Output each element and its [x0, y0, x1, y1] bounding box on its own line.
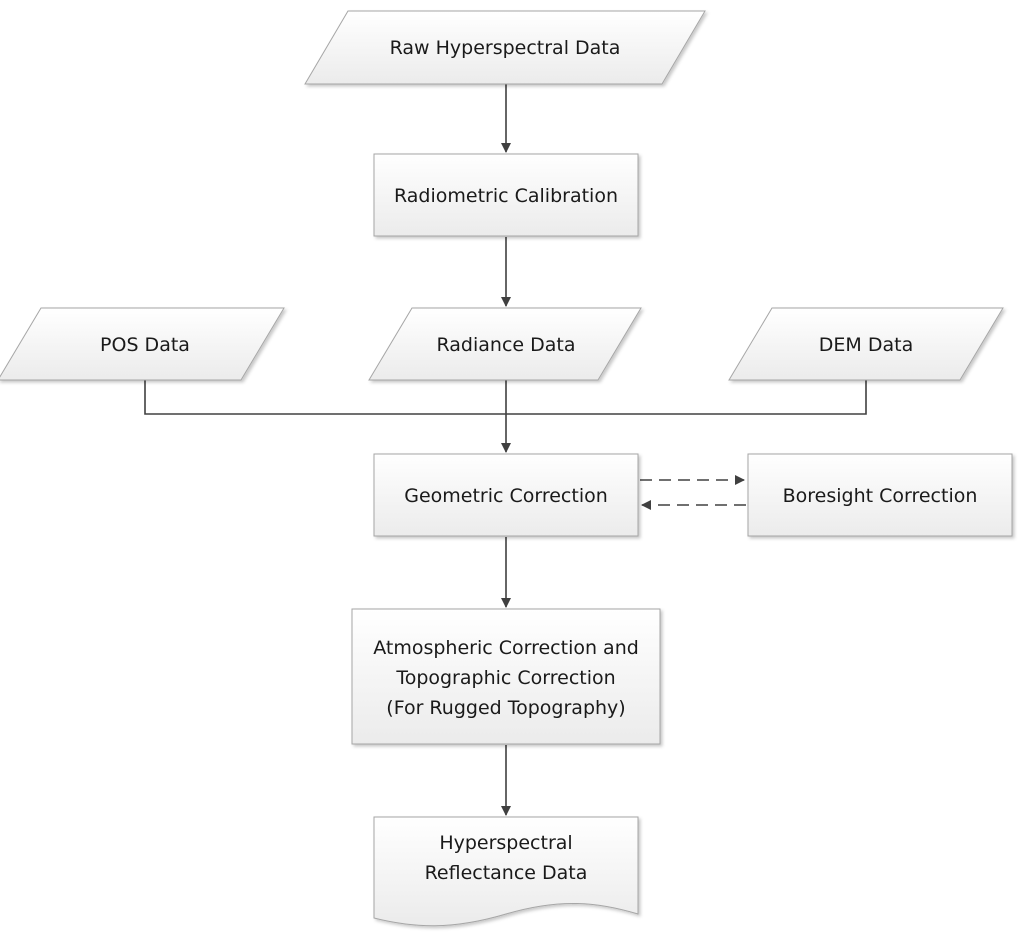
geometric-correction-label: Geometric Correction	[404, 485, 608, 507]
atmospheric-correction-node: Atmospheric Correction and Topographic C…	[351, 608, 661, 745]
raw-hyperspectral-data-label: Raw Hyperspectral Data	[390, 37, 621, 59]
reflectance-line-1: Hyperspectral	[439, 832, 572, 854]
radiance-data-label: Radiance Data	[437, 334, 576, 356]
dem-data-label: DEM Data	[819, 334, 913, 356]
raw-hyperspectral-data-node: Raw Hyperspectral Data	[304, 10, 706, 85]
atmospheric-correction-line-1: Atmospheric Correction and	[373, 637, 639, 659]
radiometric-calibration-label: Radiometric Calibration	[394, 185, 618, 207]
geometric-correction-node: Geometric Correction	[373, 453, 639, 537]
boresight-correction-node: Boresight Correction	[747, 453, 1013, 537]
radiance-data-node: Radiance Data	[368, 307, 642, 381]
connectors	[144, 84, 867, 816]
reflectance-line-2: Reflectance Data	[425, 862, 588, 884]
radiometric-calibration-node: Radiometric Calibration	[373, 153, 639, 237]
connector-pos-merge	[144, 380, 506, 415]
pos-data-node: POS Data	[0, 307, 285, 381]
connector-dem-merge	[506, 380, 867, 415]
pos-data-label: POS Data	[100, 334, 190, 356]
atmospheric-correction-line-2: Topographic Correction	[395, 667, 615, 689]
dem-data-node: DEM Data	[728, 307, 1004, 381]
hyperspectral-reflectance-node: Hyperspectral Reflectance Data	[373, 816, 639, 927]
boresight-correction-label: Boresight Correction	[783, 485, 978, 507]
atmospheric-correction-line-3: (For Rugged Topography)	[386, 697, 625, 719]
